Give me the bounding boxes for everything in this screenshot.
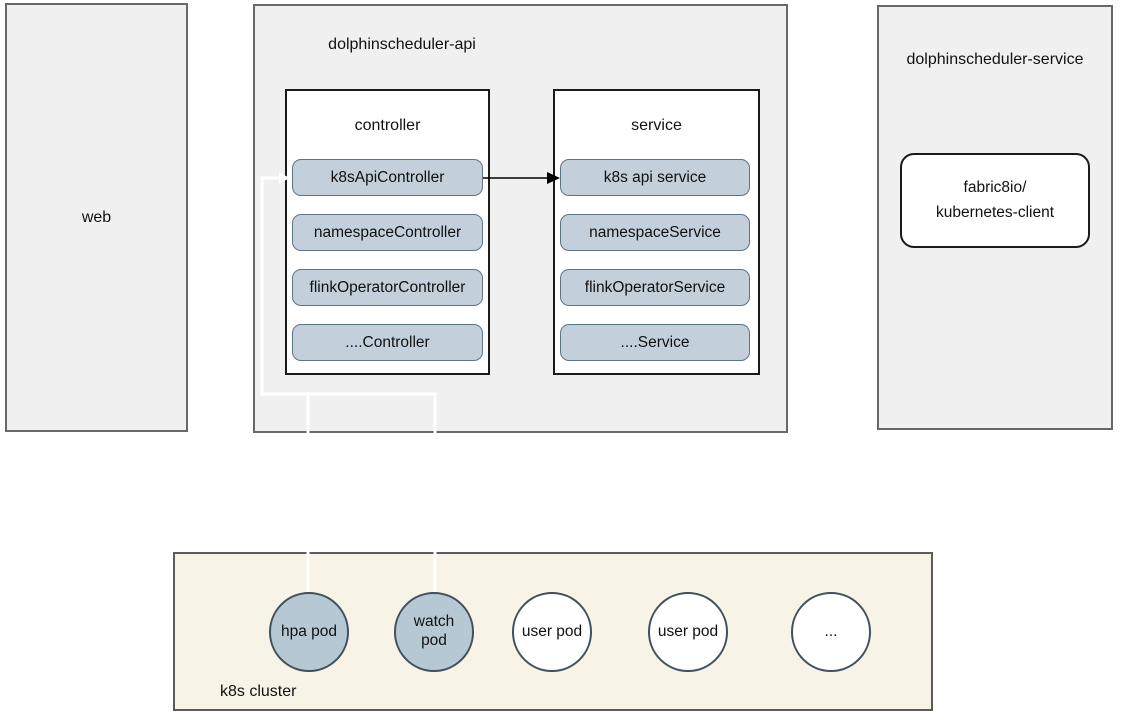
k8s-cluster-label: k8s cluster xyxy=(220,683,297,700)
k8s-cluster-box: hpa pod watch pod user pod user pod ... … xyxy=(173,552,933,711)
web-module-box: web xyxy=(5,3,188,432)
web-module-label: web xyxy=(81,208,112,226)
node-k8s-api-service: k8s api service xyxy=(560,159,750,196)
fabric8-label: fabric8io/ kubernetes-client xyxy=(935,179,1055,221)
node-namespace-service: namespaceService xyxy=(560,214,750,251)
controller-group-box: controller k8sApiController namespaceCon… xyxy=(285,89,490,375)
service-module-box: dolphinscheduler-service fabric8io/ kube… xyxy=(877,5,1113,430)
controller-group-title: controller xyxy=(354,117,421,134)
node-user-pod-2: user pod xyxy=(648,592,728,672)
node-flink-operator-controller: flinkOperatorController xyxy=(292,269,483,306)
node-watch-pod: watch pod xyxy=(394,592,474,672)
node-other-controller: ....Controller xyxy=(292,324,483,361)
node-user-pod-1: user pod xyxy=(512,592,592,672)
node-flink-operator-service: flinkOperatorService xyxy=(560,269,750,306)
node-more-pods: ... xyxy=(791,592,871,672)
node-k8s-api-controller: k8sApiController xyxy=(292,159,483,196)
service-group-box: service k8s api service namespaceService… xyxy=(553,89,760,375)
node-namespace-controller: namespaceController xyxy=(292,214,483,251)
service-group-title: service xyxy=(631,117,682,134)
node-fabric8-kubernetes-client: fabric8io/ kubernetes-client xyxy=(900,153,1090,248)
node-other-service: ....Service xyxy=(560,324,750,361)
api-module-title: dolphinscheduler-api xyxy=(328,36,476,53)
service-module-title: dolphinscheduler-service xyxy=(906,51,1084,68)
api-module-box: dolphinscheduler-api controller k8sApiCo… xyxy=(253,4,788,433)
node-hpa-pod: hpa pod xyxy=(269,592,349,672)
